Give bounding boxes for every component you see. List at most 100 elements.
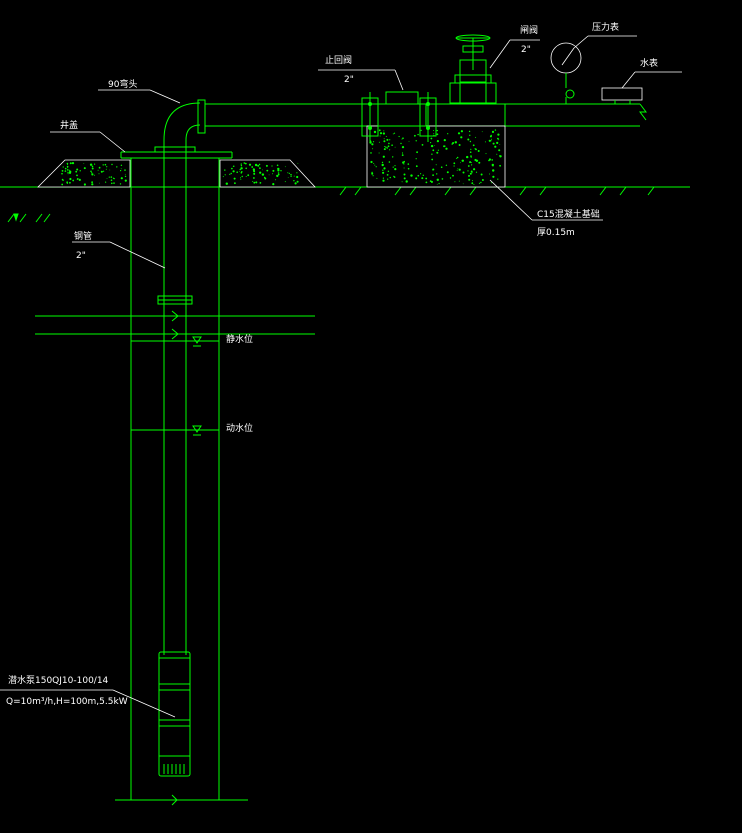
speckle [271, 165, 273, 167]
speckle [449, 177, 452, 179]
speckle [266, 169, 269, 172]
speckle [382, 179, 385, 182]
speckle [378, 141, 380, 143]
speckle [420, 173, 422, 175]
speckle [247, 174, 250, 177]
speckle [437, 149, 439, 151]
speckle [382, 169, 384, 171]
speckle [385, 146, 387, 148]
speckle [91, 172, 93, 174]
speckle [446, 171, 449, 174]
speckle [460, 162, 461, 164]
speckle [481, 131, 483, 133]
speckle [240, 167, 243, 170]
speckle [296, 172, 298, 174]
speckle [99, 182, 100, 184]
speckle [275, 179, 277, 181]
speckle [83, 163, 85, 165]
pressure-gauge-label: 压力表 [592, 21, 619, 33]
speckle [403, 163, 405, 165]
speckle [277, 169, 280, 172]
speckle [403, 167, 405, 169]
speckle [259, 167, 261, 170]
speckle [294, 182, 297, 185]
speckle [469, 172, 472, 175]
speckle [268, 174, 270, 176]
speckle [441, 178, 444, 180]
speckle [111, 182, 113, 185]
speckle [259, 182, 262, 184]
speckle [492, 142, 495, 145]
well-cover-label: 井盖 [60, 119, 78, 131]
speckle [297, 162, 299, 164]
speckle [262, 169, 263, 171]
dynamic-level-label: 动水位 [226, 422, 253, 434]
speckle [489, 173, 491, 175]
speckle [485, 153, 487, 155]
speckle [429, 180, 432, 183]
speckle [224, 169, 226, 171]
speckle [497, 137, 499, 140]
speckle [403, 177, 406, 180]
speckle [454, 141, 457, 144]
speckle [480, 181, 482, 184]
speckle [453, 165, 455, 167]
speckle [69, 170, 72, 173]
speckle [416, 151, 418, 154]
speckle [284, 181, 286, 183]
speckle [72, 179, 75, 182]
speckle [124, 169, 126, 171]
speckle [398, 135, 400, 138]
speckle [457, 132, 461, 135]
speckle [430, 144, 434, 148]
speckle [261, 173, 265, 176]
speckle [375, 166, 377, 168]
speckle [497, 178, 499, 180]
speckle [253, 177, 255, 179]
speckle [444, 145, 446, 147]
speckle [120, 164, 123, 166]
speckle [414, 134, 416, 137]
speckle [392, 156, 394, 158]
speckle [67, 170, 69, 172]
speckle [491, 163, 494, 167]
speckle [296, 177, 298, 178]
speckle [417, 174, 420, 177]
speckle [373, 163, 375, 164]
speckle [415, 158, 417, 160]
speckle [481, 179, 484, 181]
speckle [236, 171, 238, 173]
speckle [498, 149, 501, 152]
static-level-label: 静水位 [226, 333, 253, 345]
speckle [64, 170, 67, 172]
steel-pipe-label: 钢管 [74, 230, 92, 242]
speckle [91, 173, 94, 176]
speckle [97, 169, 99, 171]
speckle [378, 152, 380, 154]
speckle [402, 137, 404, 139]
speckle [76, 178, 79, 180]
speckle [438, 182, 440, 185]
speckle [488, 158, 491, 161]
speckle [436, 129, 438, 132]
speckle [385, 136, 387, 137]
speckle [475, 148, 477, 151]
speckle [467, 170, 469, 172]
elbow-label: 90弯头 [108, 78, 137, 90]
speckle [421, 177, 424, 180]
speckle [456, 156, 459, 159]
speckle [383, 138, 385, 140]
speckle [436, 133, 439, 136]
speckle [102, 164, 104, 166]
speckle [71, 162, 75, 165]
speckle [496, 141, 499, 144]
speckle [490, 140, 492, 142]
speckle [478, 161, 481, 164]
elbow-90 [163, 99, 206, 141]
speckle [425, 177, 428, 180]
speckle [491, 159, 494, 161]
speckle [472, 144, 475, 147]
speckle [478, 182, 481, 184]
speckle [91, 167, 94, 170]
